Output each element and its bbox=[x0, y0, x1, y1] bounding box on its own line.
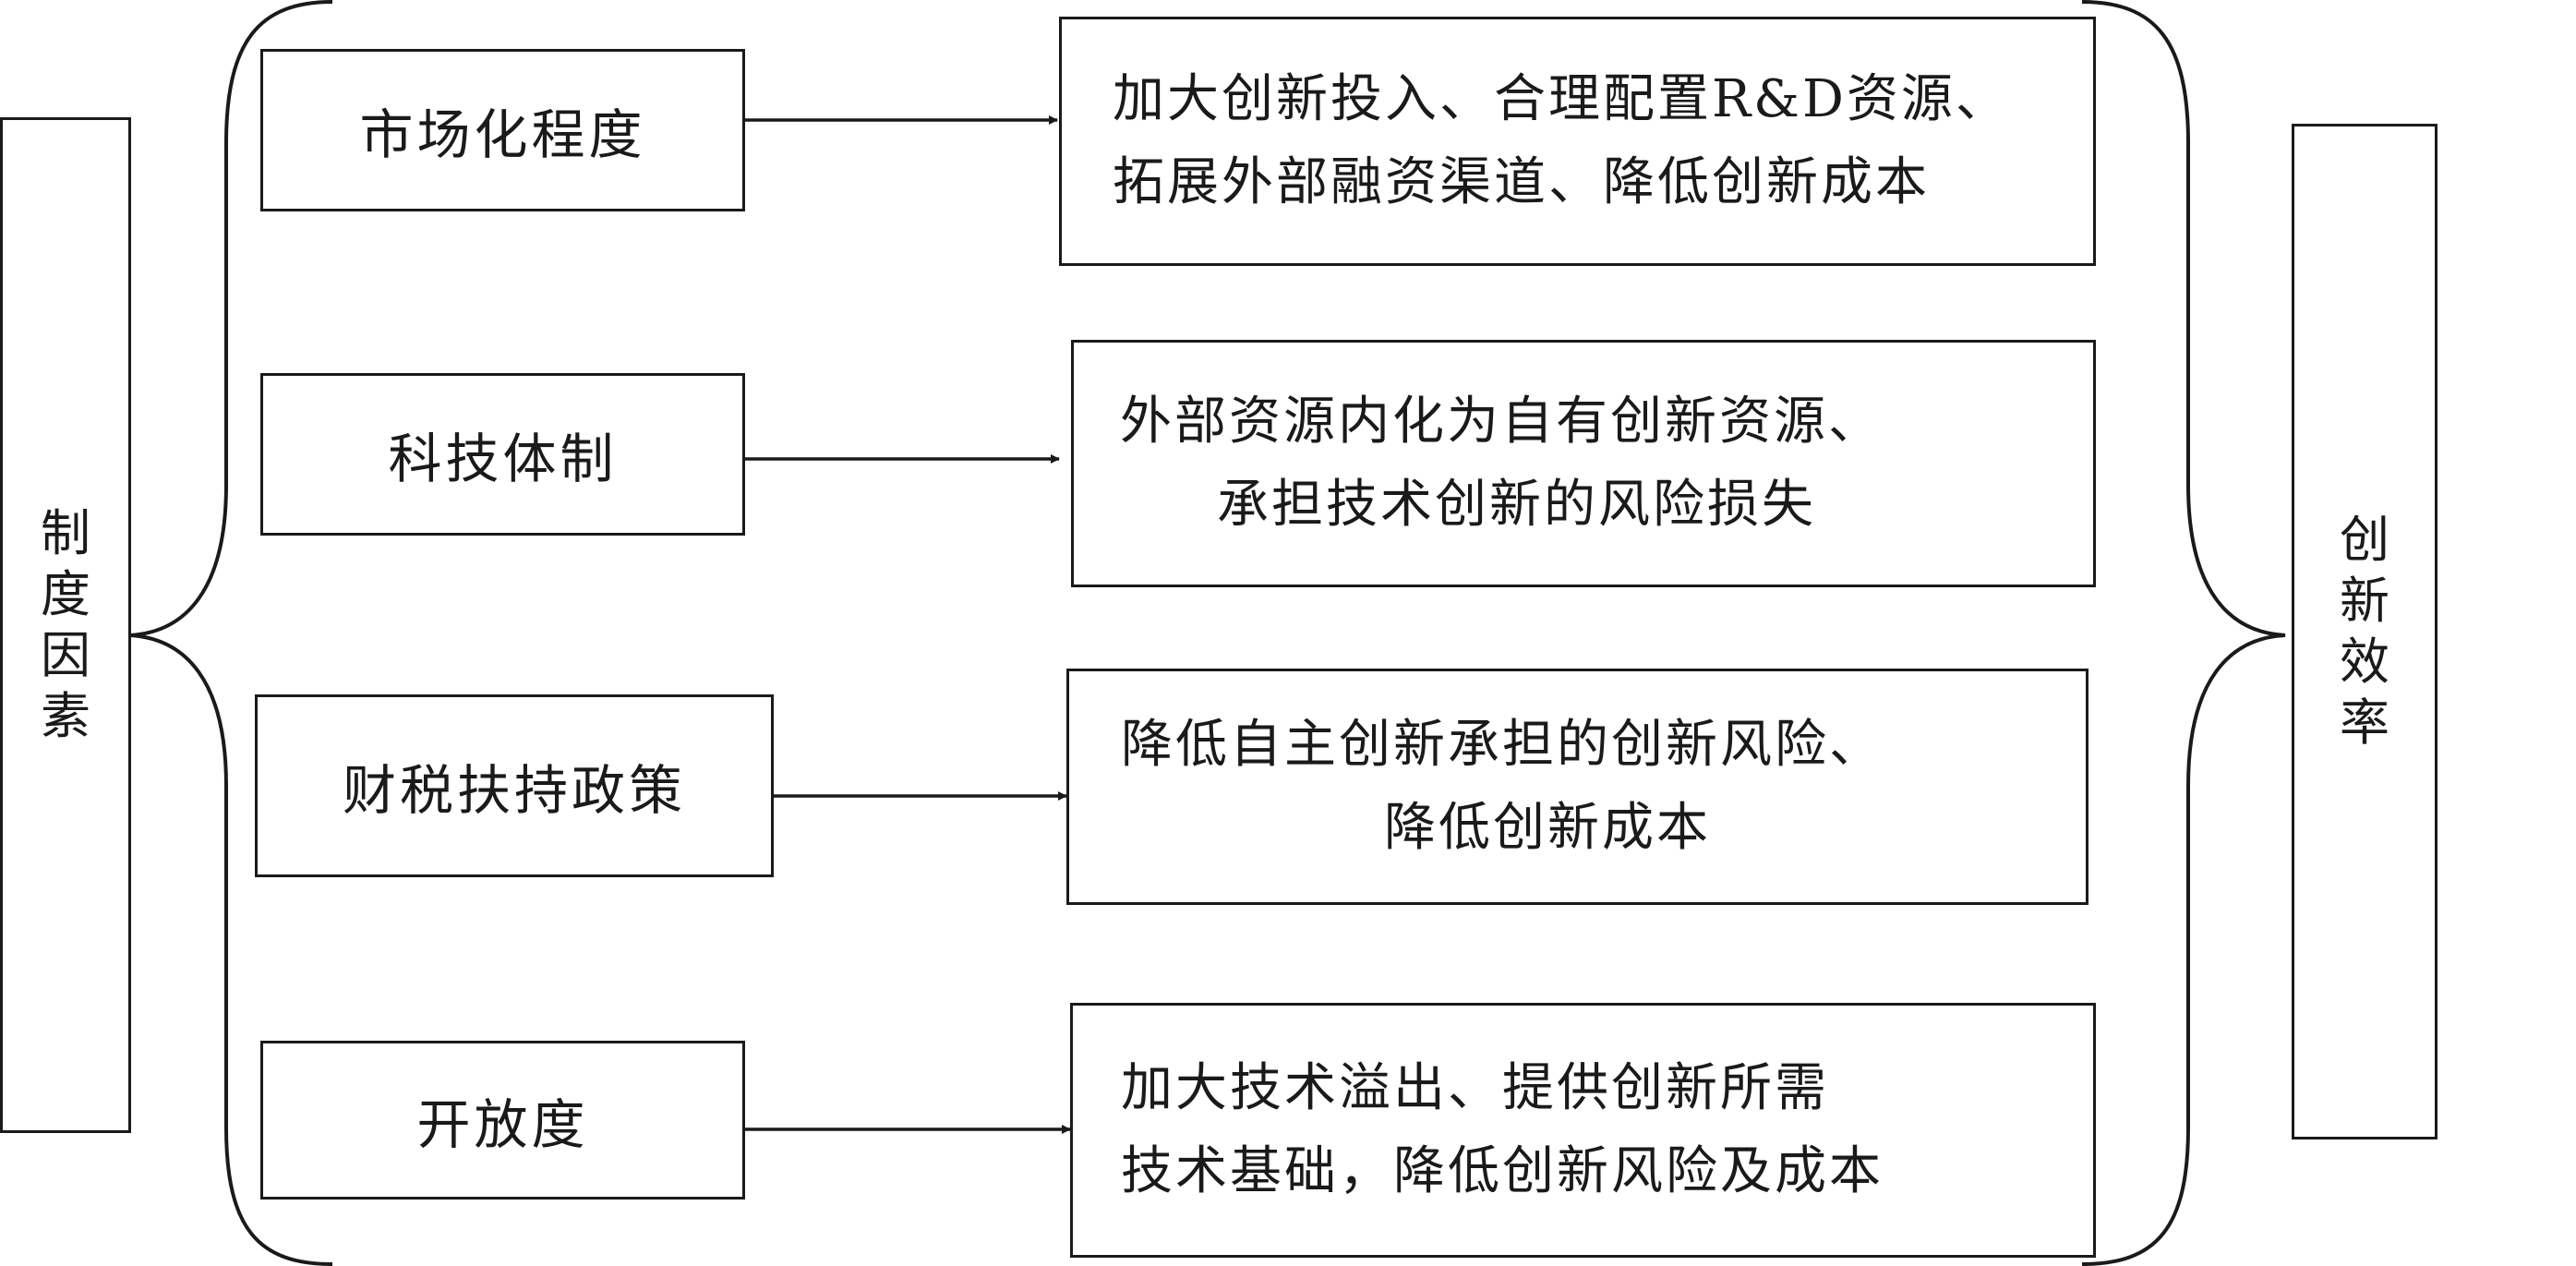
factor-box-sci-tech-system: 科技体制 bbox=[260, 373, 745, 536]
factor-label: 开放度 bbox=[416, 1093, 589, 1156]
effect-line: 加大技术溢出、提供创新所需 bbox=[1121, 1058, 1829, 1118]
institutional-factors-char: 度 bbox=[41, 565, 90, 623]
effect-line: 降低创新成本 bbox=[1384, 798, 1711, 858]
effect-line: 承担技术创新的风险损失 bbox=[1217, 475, 1816, 535]
institutional-factors-box: 制 度 因 素 bbox=[0, 117, 131, 1133]
effect-line: 降低自主创新承担的创新风险、 bbox=[1121, 715, 1884, 775]
innovation-efficiency-char: 创 bbox=[2340, 511, 2389, 569]
institutional-factors-char: 制 bbox=[41, 504, 90, 562]
effect-box-fiscal-policy: 降低自主创新承担的创新风险、 降低创新成本 bbox=[1066, 669, 2088, 905]
institutional-factors-char: 素 bbox=[41, 687, 90, 745]
innovation-efficiency-box: 创 新 效 率 bbox=[2292, 124, 2438, 1139]
effect-box-marketization: 加大创新投入、合理配置R&D资源、 拓展外部融资渠道、降低创新成本 bbox=[1059, 17, 2096, 266]
factor-box-marketization: 市场化程度 bbox=[260, 49, 745, 211]
effect-box-openness: 加大技术溢出、提供创新所需 技术基础，降低创新风险及成本 bbox=[1070, 1003, 2096, 1258]
factor-label: 市场化程度 bbox=[359, 103, 646, 166]
right-brace bbox=[2081, 0, 2286, 1266]
effect-line: 外部资源内化为自有创新资源、 bbox=[1120, 392, 1883, 452]
innovation-efficiency-char: 率 bbox=[2340, 693, 2389, 752]
factor-label: 科技体制 bbox=[388, 428, 618, 490]
effect-line: 拓展外部融资渠道、降低创新成本 bbox=[1113, 152, 1930, 212]
effect-line: 技术基础，降低创新风险及成本 bbox=[1121, 1141, 1884, 1201]
factor-box-openness: 开放度 bbox=[260, 1041, 745, 1200]
effect-box-sci-tech-system: 外部资源内化为自有创新资源、 承担技术创新的风险损失 bbox=[1071, 340, 2096, 587]
effect-line: 加大创新投入、合理配置R&D资源、 bbox=[1113, 69, 2010, 129]
factor-label: 财税扶持政策 bbox=[342, 759, 686, 822]
factor-box-fiscal-policy: 财税扶持政策 bbox=[255, 694, 774, 877]
institutional-factors-char: 因 bbox=[41, 626, 90, 684]
innovation-efficiency-char: 效 bbox=[2340, 633, 2389, 691]
innovation-efficiency-char: 新 bbox=[2340, 572, 2389, 630]
